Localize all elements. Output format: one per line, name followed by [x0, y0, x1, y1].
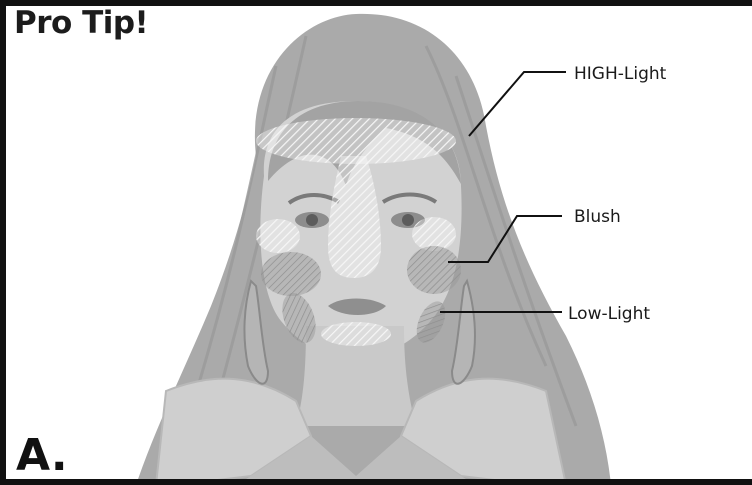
lowlight-callout-label: Low-Light: [568, 306, 650, 323]
highlight-callout-label: HIGH-Light: [574, 66, 666, 83]
blush-callout-label: Blush: [574, 209, 621, 226]
panel-letter: A.: [16, 434, 68, 478]
pro-tip-title: Pro Tip!: [14, 8, 148, 39]
